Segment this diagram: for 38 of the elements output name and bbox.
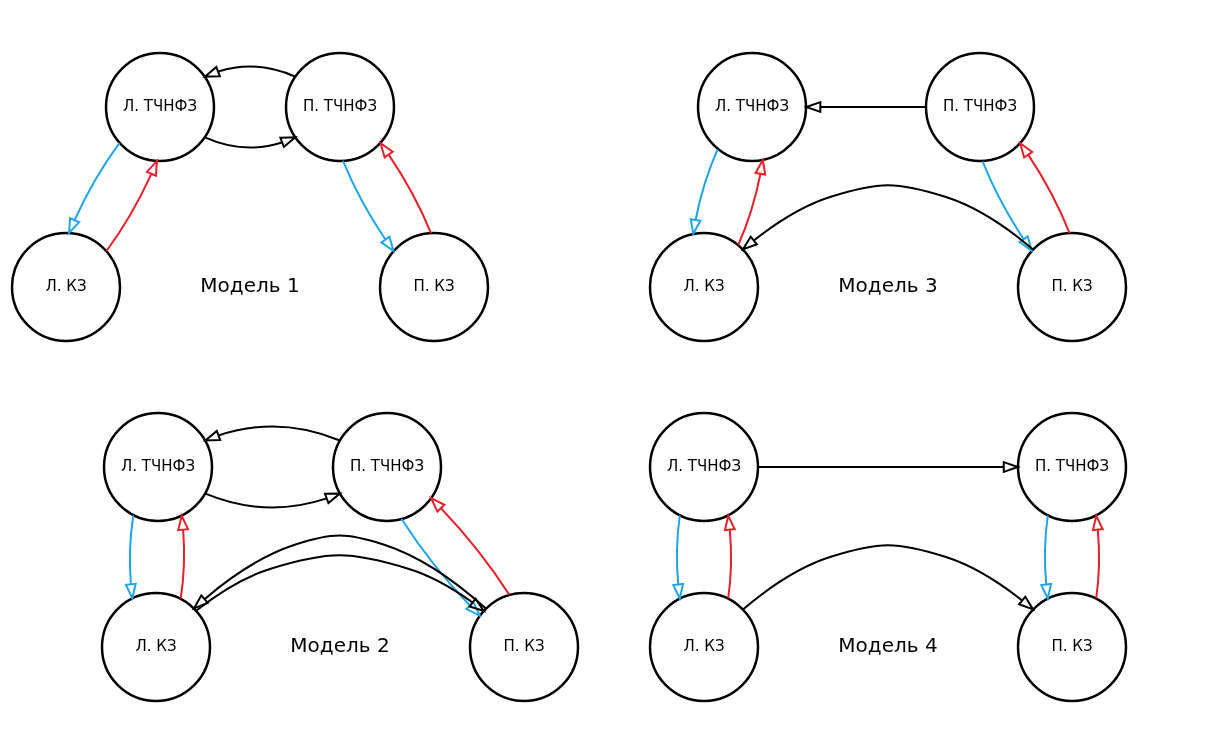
arrow <box>342 159 396 253</box>
arrow <box>204 491 343 508</box>
node-circle: П. ТЧНФЗ <box>331 411 443 522</box>
arrow <box>1039 514 1053 601</box>
arrow <box>723 512 737 599</box>
arrow <box>202 64 297 78</box>
arrow <box>195 553 487 613</box>
arrow <box>689 147 719 237</box>
arrow <box>67 141 121 236</box>
node-circle: Л. ТЧНФЗ <box>648 411 760 522</box>
node-circle: Л. ТЧНФЗ <box>104 51 216 162</box>
label: Модель 4 <box>838 632 938 657</box>
arrow <box>429 495 511 596</box>
arrow <box>981 159 1034 253</box>
label: Модель 2 <box>290 632 390 657</box>
arrow <box>202 425 341 441</box>
arrow <box>740 183 1035 251</box>
arrow <box>671 514 685 601</box>
arrow <box>105 157 159 252</box>
arrow <box>1018 140 1071 234</box>
arrow <box>124 513 138 601</box>
node-circle: П. ТЧНФЗ <box>1016 411 1128 522</box>
arrow <box>741 543 1036 611</box>
label: Модель 1 <box>200 272 300 297</box>
label: Модель 3 <box>838 272 938 297</box>
arrow <box>1091 512 1105 599</box>
arrow <box>400 517 482 618</box>
arrow <box>204 135 298 149</box>
arrow <box>757 460 1021 473</box>
node-circle: Л. КЗ <box>648 591 760 702</box>
node-circle: Л. ТЧНФЗ <box>696 51 808 162</box>
arrow <box>737 156 767 246</box>
node-circle: Л. КЗ <box>10 231 122 342</box>
arrow <box>191 534 487 610</box>
arrow <box>176 512 190 600</box>
node-circle: Л. ТЧНФЗ <box>102 411 214 522</box>
arrow <box>378 140 432 234</box>
arrow <box>803 100 927 113</box>
